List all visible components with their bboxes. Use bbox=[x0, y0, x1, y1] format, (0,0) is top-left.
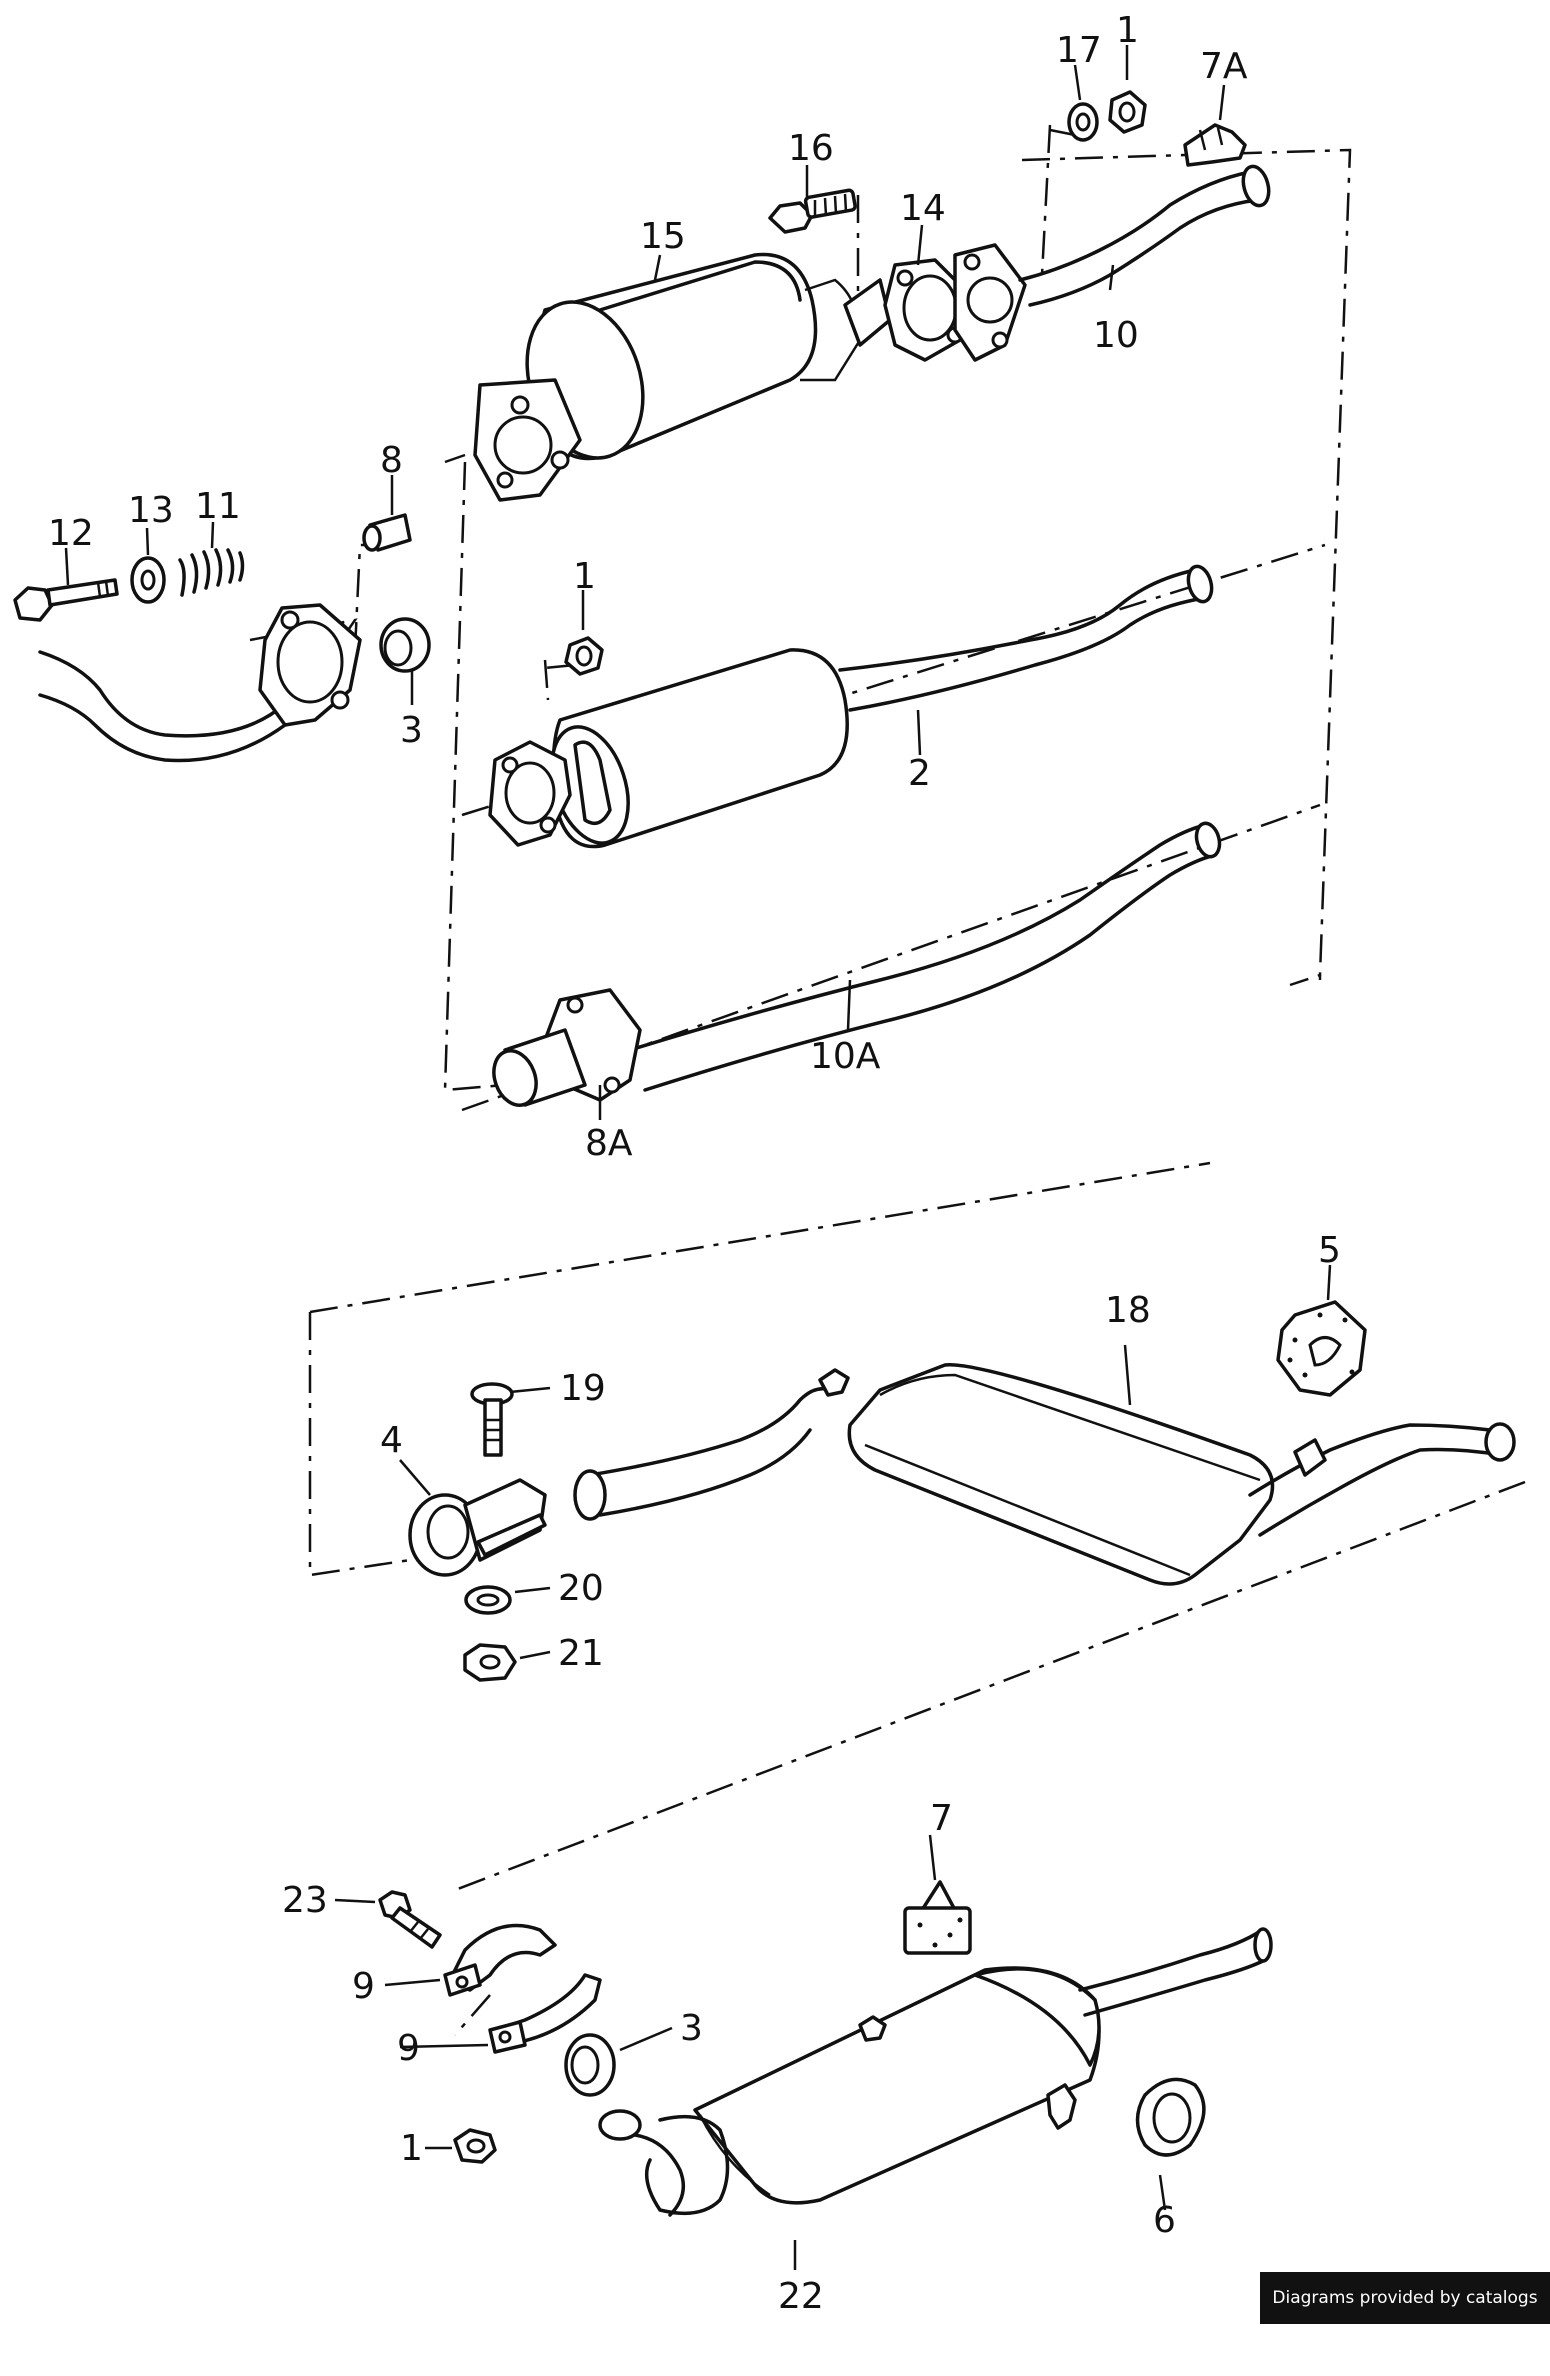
pipe-clamp-4 bbox=[408, 1478, 547, 1577]
label-7-rubber-buffer: 7 bbox=[930, 1798, 953, 1839]
label-8-sleeve: 8 bbox=[380, 440, 403, 481]
seal-ring-6 bbox=[1135, 2077, 1206, 2157]
exhaust-system-diagram: 1 17 7A 16 14 15 10 8 12 13 11 3 1 2 10A… bbox=[13, 10, 1526, 2317]
sleeve-8 bbox=[362, 513, 412, 552]
part-labels: 1 17 7A 16 14 15 10 8 12 13 11 3 1 2 10A… bbox=[48, 10, 1341, 2317]
bolt-19 bbox=[470, 1382, 514, 1457]
label-20-washer: 20 bbox=[558, 1568, 604, 1609]
spring-washer-20 bbox=[464, 1585, 512, 1615]
label-2-pipe-with-silencer: 2 bbox=[908, 753, 931, 794]
label-17-washer: 17 bbox=[1056, 30, 1102, 71]
label-13-washer: 13 bbox=[128, 490, 174, 531]
washer-top bbox=[1067, 102, 1099, 142]
spring-11 bbox=[178, 548, 245, 597]
label-18-center-silencer: 18 bbox=[1105, 1290, 1151, 1331]
label-15-catalytic-converter: 15 bbox=[640, 216, 686, 257]
front-exhaust-pipe bbox=[953, 164, 1271, 362]
credit-footer: Diagrams provided by catalogs parts bbox=[1260, 2272, 1550, 2360]
label-9-clamp-lower: 9 bbox=[397, 2028, 420, 2069]
label-11-spring: 11 bbox=[195, 486, 241, 527]
nut-middle bbox=[564, 636, 604, 676]
bolt-12 bbox=[13, 578, 119, 622]
label-19-bolt: 19 bbox=[560, 1368, 606, 1409]
rear-muffler bbox=[598, 1927, 1273, 2217]
label-9-clamp-upper: 9 bbox=[352, 1966, 375, 2007]
engine-downpipe bbox=[38, 603, 362, 763]
label-3-seal-ring: 3 bbox=[400, 710, 423, 751]
center-silencer bbox=[573, 1363, 1516, 1586]
label-14-gasket: 14 bbox=[900, 188, 946, 229]
label-23-bolt: 23 bbox=[282, 1880, 328, 1921]
label-10-front-pipe: 10 bbox=[1093, 315, 1139, 356]
label-22-rear-muffler: 22 bbox=[778, 2276, 824, 2317]
label-4-clamp: 4 bbox=[380, 1420, 403, 1461]
label-8a-flange: 8A bbox=[585, 1123, 633, 1164]
nut-top bbox=[1108, 90, 1147, 134]
label-16-bolt: 16 bbox=[788, 128, 834, 169]
label-12-bolt: 12 bbox=[48, 513, 94, 554]
catalytic-converter bbox=[473, 252, 892, 502]
label-3-seal-ring-lower: 3 bbox=[680, 2008, 703, 2049]
label-21-nut: 21 bbox=[558, 1633, 604, 1674]
front-pipe-10a bbox=[492, 821, 1222, 1107]
seal-ring-3 bbox=[379, 617, 431, 673]
clamp-9-upper bbox=[443, 1923, 557, 1997]
label-1-top-nut: 1 bbox=[1116, 10, 1139, 51]
clamp-9-lower bbox=[488, 1973, 602, 2054]
rubber-buffer-7 bbox=[903, 1880, 972, 1955]
leader-lines bbox=[64, 45, 1332, 2270]
rubber-mount-5 bbox=[1276, 1300, 1367, 1397]
label-1-middle-nut: 1 bbox=[573, 556, 596, 597]
label-10a-front-pipe: 10A bbox=[810, 1036, 881, 1077]
front-pipe-with-silencer bbox=[488, 564, 1214, 849]
label-6-seal-ring: 6 bbox=[1153, 2200, 1176, 2241]
washer-13 bbox=[130, 556, 166, 604]
bolt bbox=[768, 188, 857, 234]
seal-ring-3-lower bbox=[564, 2033, 616, 2097]
clip-7a bbox=[1183, 123, 1247, 167]
nut-21 bbox=[463, 1643, 517, 1682]
assembly-guide-lines bbox=[249, 124, 1526, 2036]
label-1-lower-nut: 1 bbox=[400, 2128, 423, 2169]
nut-lower bbox=[453, 2128, 497, 2164]
label-5-rubber-mount: 5 bbox=[1318, 1230, 1341, 1271]
label-7a-clip: 7A bbox=[1200, 46, 1248, 87]
bolt-23 bbox=[378, 1890, 442, 1949]
